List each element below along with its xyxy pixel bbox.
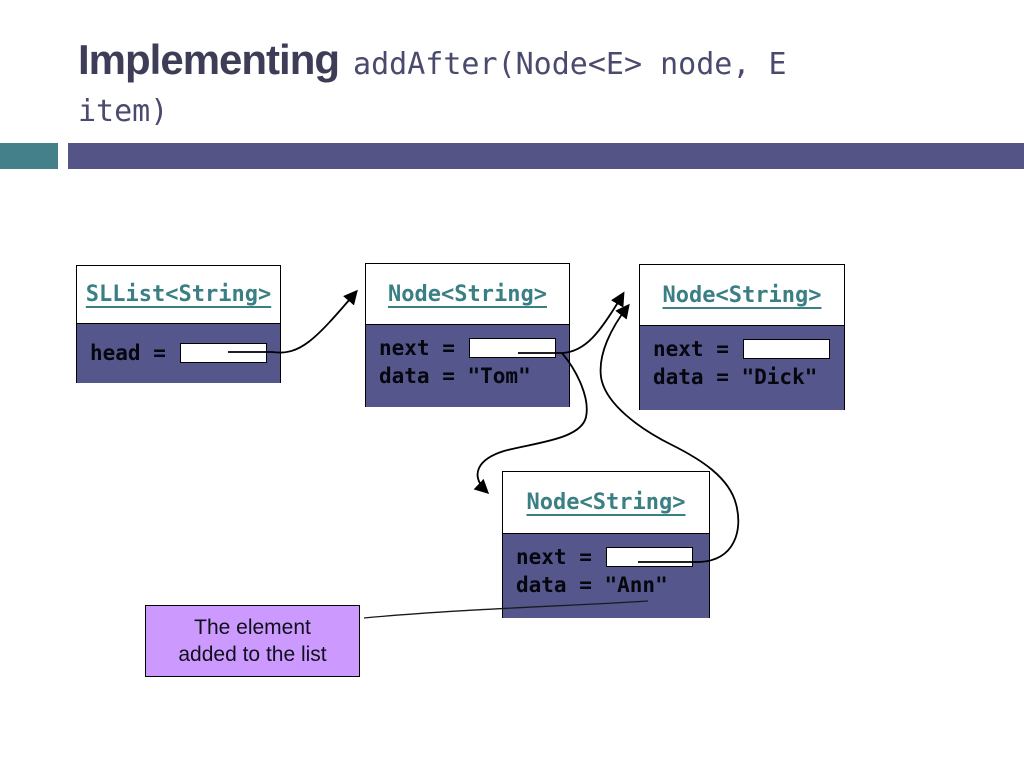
node-dick-data-line: data = "Dick" bbox=[653, 365, 818, 389]
node-tom-box: Node<String> next = data = "Tom" bbox=[365, 263, 570, 407]
sllist-header-label: SLList<String> bbox=[85, 282, 272, 307]
sllist-box: SLList<String> head = bbox=[76, 265, 281, 383]
node-dick-body: next = data = "Dick" bbox=[640, 326, 844, 410]
node-tom-header-label: Node<String> bbox=[388, 281, 547, 307]
node-dick-box: Node<String> next = data = "Dick" bbox=[639, 264, 845, 410]
node-ann-data-line: data = "Ann" bbox=[516, 573, 668, 597]
head-label: head = bbox=[90, 341, 166, 365]
accent-bar-teal bbox=[0, 143, 58, 169]
node-ann-box: Node<String> next = data = "Ann" bbox=[502, 471, 710, 618]
node-dick-next-pointer-field bbox=[742, 339, 830, 359]
node-ann-header: Node<String> bbox=[503, 472, 709, 534]
node-dick-header-label: Node<String> bbox=[662, 282, 822, 308]
callout-line2: added to the list bbox=[178, 643, 327, 666]
title-code-line1: addAfter(Node<E> node, E bbox=[353, 47, 787, 82]
node-tom-next-pointer-field bbox=[468, 338, 556, 358]
node-tom-data-line: data = "Tom" bbox=[379, 364, 531, 388]
node-tom-next-label: next = bbox=[379, 336, 455, 360]
sllist-body: head = bbox=[77, 324, 280, 383]
callout-line1: The element bbox=[194, 616, 311, 639]
node-dick-header: Node<String> bbox=[640, 265, 844, 326]
title-code-line2: item) bbox=[78, 94, 169, 129]
node-ann-next-pointer-field bbox=[605, 547, 693, 567]
slide-title: Implementing addAfter(Node<E> node, E it… bbox=[78, 36, 978, 129]
title-heading: Implementing bbox=[78, 36, 340, 83]
node-tom-header: Node<String> bbox=[366, 264, 569, 325]
node-ann-header-label: Node<String> bbox=[526, 490, 686, 515]
callout-box: The element added to the list bbox=[145, 605, 360, 677]
node-ann-body: next = data = "Ann" bbox=[503, 534, 709, 618]
node-tom-body: next = data = "Tom" bbox=[366, 325, 569, 407]
head-pointer-field bbox=[179, 343, 267, 363]
node-dick-next-label: next = bbox=[653, 337, 729, 361]
node-ann-next-label: next = bbox=[516, 545, 592, 569]
sllist-header: SLList<String> bbox=[77, 266, 280, 324]
accent-bar-purple bbox=[68, 143, 1024, 169]
